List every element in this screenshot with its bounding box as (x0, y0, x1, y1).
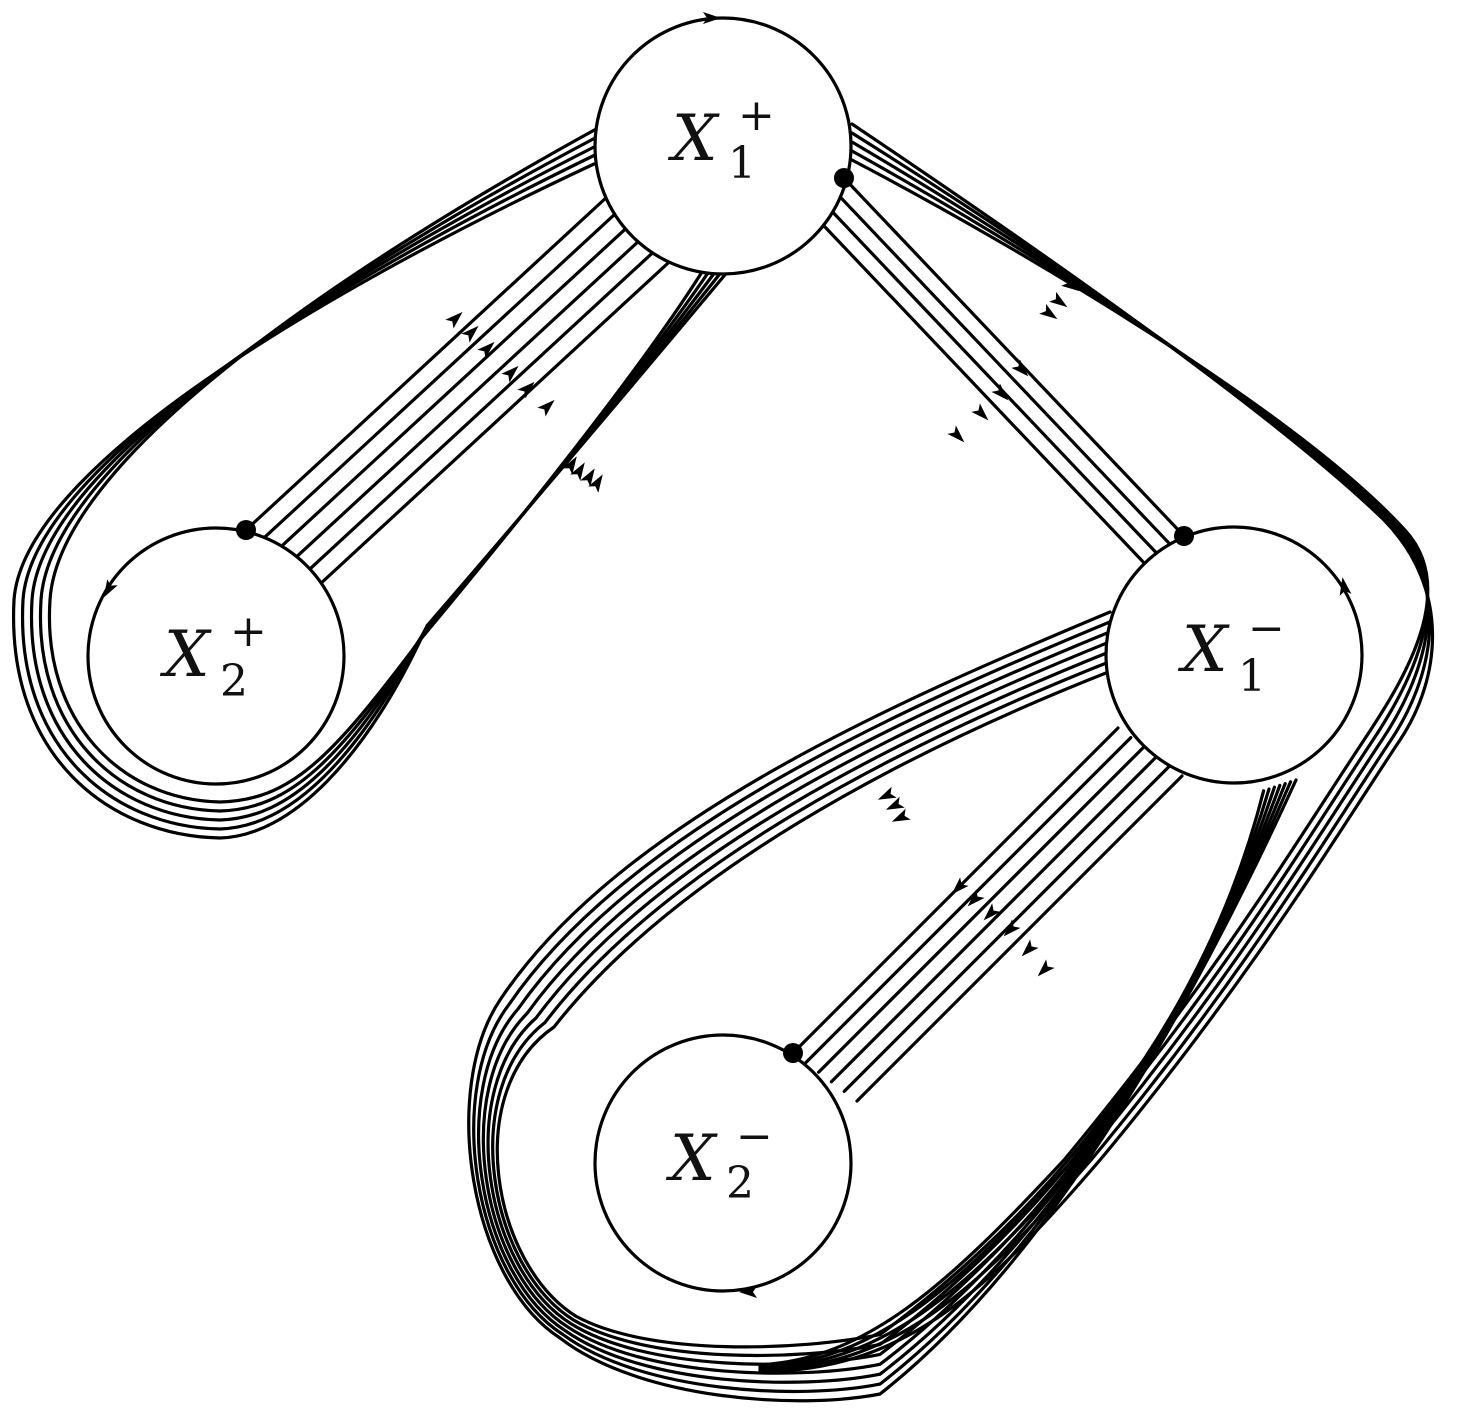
arrow-loop-x1p-x1m-1 (1061, 275, 1080, 292)
node-x1-minus-sub: 1 (1238, 651, 1266, 702)
strand-x2p-x1p-2 (258, 205, 625, 543)
nodes-layer: X + 1 X + 2 X − 1 X − 2 (86, 16, 1364, 1293)
node-x1-minus-sup: − (1248, 603, 1285, 654)
strand-x1m-x2m-2 (804, 735, 1133, 1065)
strand-x1m-x2m-5 (842, 764, 1171, 1094)
arrow-loop-x1p-x2p-4 (588, 474, 603, 493)
edge-bands (12, 122, 1435, 1403)
node-x2-minus-sub: 2 (726, 1158, 754, 1209)
arrow-x1m-x2m-3 (983, 903, 1001, 921)
node-x1-plus: X + 1 (593, 16, 853, 276)
strand-x1m-x2m-4 (829, 755, 1159, 1084)
node-x2-minus-symbol: X (665, 1122, 718, 1196)
arrow-loop-x1m-x2m-1 (877, 786, 897, 800)
marks-layer (103, 12, 1352, 1298)
node-x2-plus-sub: 2 (220, 656, 248, 707)
strand-x1p-x1m-4 (808, 210, 1153, 572)
node-x2-minus: X − 2 (593, 1033, 853, 1293)
strand-x1m-x2m-3 (816, 745, 1146, 1074)
arrow-loop-x1p-x2p-1 (562, 456, 577, 475)
node-x1-plus-sub: 1 (728, 138, 756, 189)
strand-x1p-x1m-3 (819, 198, 1164, 561)
strand-x2p-x1p-5 (302, 239, 668, 577)
arrow-loop-x1m-x2m-3 (891, 808, 911, 822)
node-x2-plus: X + 2 (86, 526, 346, 786)
arrow-loop-x1m-x2m-2 (885, 796, 905, 810)
strand-x2p-x1p-1 (244, 194, 610, 532)
strand-loop-x1m-x2m-1 (467, 610, 1298, 1403)
arrow-x1p-circulation (703, 12, 721, 24)
strand-loop-x1m-x2m-3 (477, 630, 1287, 1384)
strand-loop-x1m-x2m-7 (495, 669, 1266, 1349)
arrow-x1p-x1m-4 (947, 425, 965, 443)
node-x1-plus-circle (593, 16, 853, 276)
arrow-loop-x1p-x2p-3 (580, 468, 595, 487)
arrow-x2m-circulation (739, 1286, 757, 1298)
strand-x1m-x2m-6 (855, 774, 1184, 1103)
node-x1-minus-circle (1104, 525, 1364, 785)
strand-loop-x1m-x2m-5 (486, 650, 1276, 1366)
arrow-x2p-circulation (103, 579, 118, 598)
arrow-x2p-x1p-2 (461, 325, 479, 343)
node-x2-plus-circle (86, 526, 346, 786)
strand-loop-x1m-x2m-2 (472, 620, 1293, 1394)
strand-loop-x1m-x2m-6 (491, 659, 1271, 1358)
strand-x1p-x1m-1 (842, 176, 1186, 538)
node-x1-plus-sup: + (738, 90, 775, 141)
arrow-x2p-x1p-3 (477, 341, 495, 359)
node-x2-plus-symbol: X (159, 618, 212, 692)
arrow-x2p-x1p-6 (537, 399, 555, 417)
strand-loop-x1p-x1m-4 (758, 149, 1430, 1369)
arrow-x2p-x1p-5 (517, 381, 535, 399)
arrow-loop-x1p-x1m-3 (1039, 303, 1058, 320)
dot-x1-minus (1174, 526, 1194, 546)
arrow-x2p-x1p-1 (445, 311, 463, 329)
strand-loop-x1p-x1m-5 (758, 158, 1430, 1367)
node-x2-plus-sup: + (230, 606, 267, 657)
arrow-x1m-x2m-4 (1003, 919, 1021, 937)
strand-loop-x1p-x2p-5 (12, 162, 736, 840)
arrow-loop-x1p-x2p-2 (570, 462, 585, 481)
arrow-x1p-x1m-3 (971, 403, 989, 421)
arrow-x1m-circulation (1339, 577, 1352, 596)
dot-x1-plus (834, 168, 854, 188)
strand-x2p-x1p-6 (316, 250, 682, 588)
dot-x2-minus (783, 1043, 803, 1063)
arrow-loop-x1p-x1m-2 (1049, 291, 1068, 308)
strand-x2p-x1p-3 (273, 216, 639, 555)
node-x2-minus-sup: − (736, 1111, 773, 1162)
node-x1-plus-symbol: X (667, 102, 720, 176)
node-x1-minus-symbol: X (1177, 613, 1230, 687)
dot-x2-plus (236, 520, 256, 540)
strand-x1p-x1m-2 (831, 187, 1175, 549)
node-x1-minus: X − 1 (1104, 525, 1364, 785)
arrow-x1p-x1m-1 (1011, 359, 1029, 377)
arrow-x1m-x2m-5 (1021, 939, 1039, 957)
arrow-x2p-x1p-4 (501, 365, 519, 383)
arrow-x1p-x1m-2 (991, 383, 1009, 401)
arrow-x1m-x2m-2 (967, 889, 985, 907)
strand-x2p-x1p-4 (287, 228, 653, 566)
arrow-x1m-x2m-1 (951, 877, 969, 895)
node-x2-minus-circle (593, 1033, 853, 1293)
strand-loop-x1m-x2m-4 (481, 640, 1282, 1375)
arrow-x1m-x2m-6 (1037, 959, 1055, 977)
